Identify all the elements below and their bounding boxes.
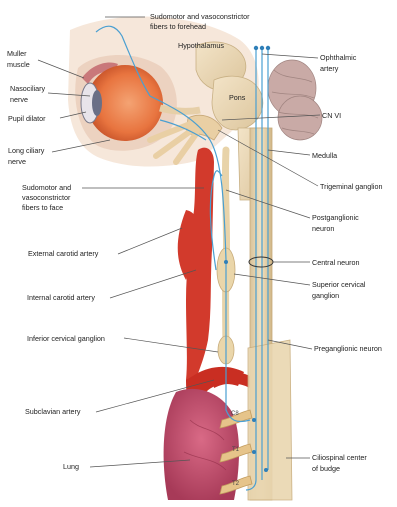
label-long-ciliary-1: Long ciliary (8, 146, 44, 155)
label-c8: C8 (231, 410, 239, 419)
label-sudomotor-face-2: vasoconstrictor (22, 193, 70, 202)
label-superior-cervical-2: ganglion (312, 291, 339, 300)
label-pupil-dilator: Pupil dilator (8, 114, 46, 123)
label-postganglionic-1: Postganglionic (312, 213, 359, 222)
eye-lens (92, 90, 102, 116)
label-trigeminal-ganglion: Trigeminal ganglion (320, 182, 382, 191)
label-superior-cervical-1: Superior cervical (312, 280, 366, 289)
label-sudomotor-forehead-2: fibers to forehead (150, 22, 206, 31)
label-pons: Pons (229, 93, 245, 102)
label-sudomotor-face-1: Sudomotor and (22, 183, 71, 192)
label-central-neuron: Central neuron (312, 258, 360, 267)
label-sudomotor-forehead-1: Sudomotor and vasoconstrictor (150, 12, 249, 21)
cerebellum (268, 60, 322, 140)
label-ciliospinal-1: Ciliospinal center (312, 453, 367, 462)
label-sudomotor-face-3: fibers to face (22, 203, 63, 212)
label-subclavian: Subclavian artery (25, 407, 81, 416)
label-t1: T1 (232, 446, 239, 455)
label-t2: T2 (232, 480, 239, 489)
label-muller-2: muscle (7, 60, 30, 69)
label-internal-carotid: Internal carotid artery (27, 293, 95, 302)
label-external-carotid: External carotid artery (28, 249, 98, 258)
lung (164, 389, 239, 500)
label-cn-vi: CN VI (322, 111, 341, 120)
internal-carotid-artery (186, 148, 214, 380)
optic-nerve (160, 108, 200, 111)
label-nasociliary-2: nerve (10, 95, 28, 104)
label-ophthalmic-1: Ophthalmic (320, 53, 356, 62)
label-preganglionic: Preganglionic neuron (314, 344, 382, 353)
label-inferior-cervical: Inferior cervical ganglion (27, 334, 105, 343)
label-ciliospinal-2: of budge (312, 464, 340, 473)
label-hypothalamus: Hypothalamus (178, 41, 224, 50)
label-muller-1: Muller (7, 49, 27, 58)
label-nasociliary-1: Nasociliary (10, 84, 45, 93)
label-lung: Lung (63, 462, 79, 471)
label-ophthalmic-2: artery (320, 64, 338, 73)
label-long-ciliary-2: nerve (8, 157, 26, 166)
label-medulla: Medulla (312, 151, 337, 160)
pons-region (212, 76, 263, 130)
label-postganglionic-2: neuron (312, 224, 334, 233)
